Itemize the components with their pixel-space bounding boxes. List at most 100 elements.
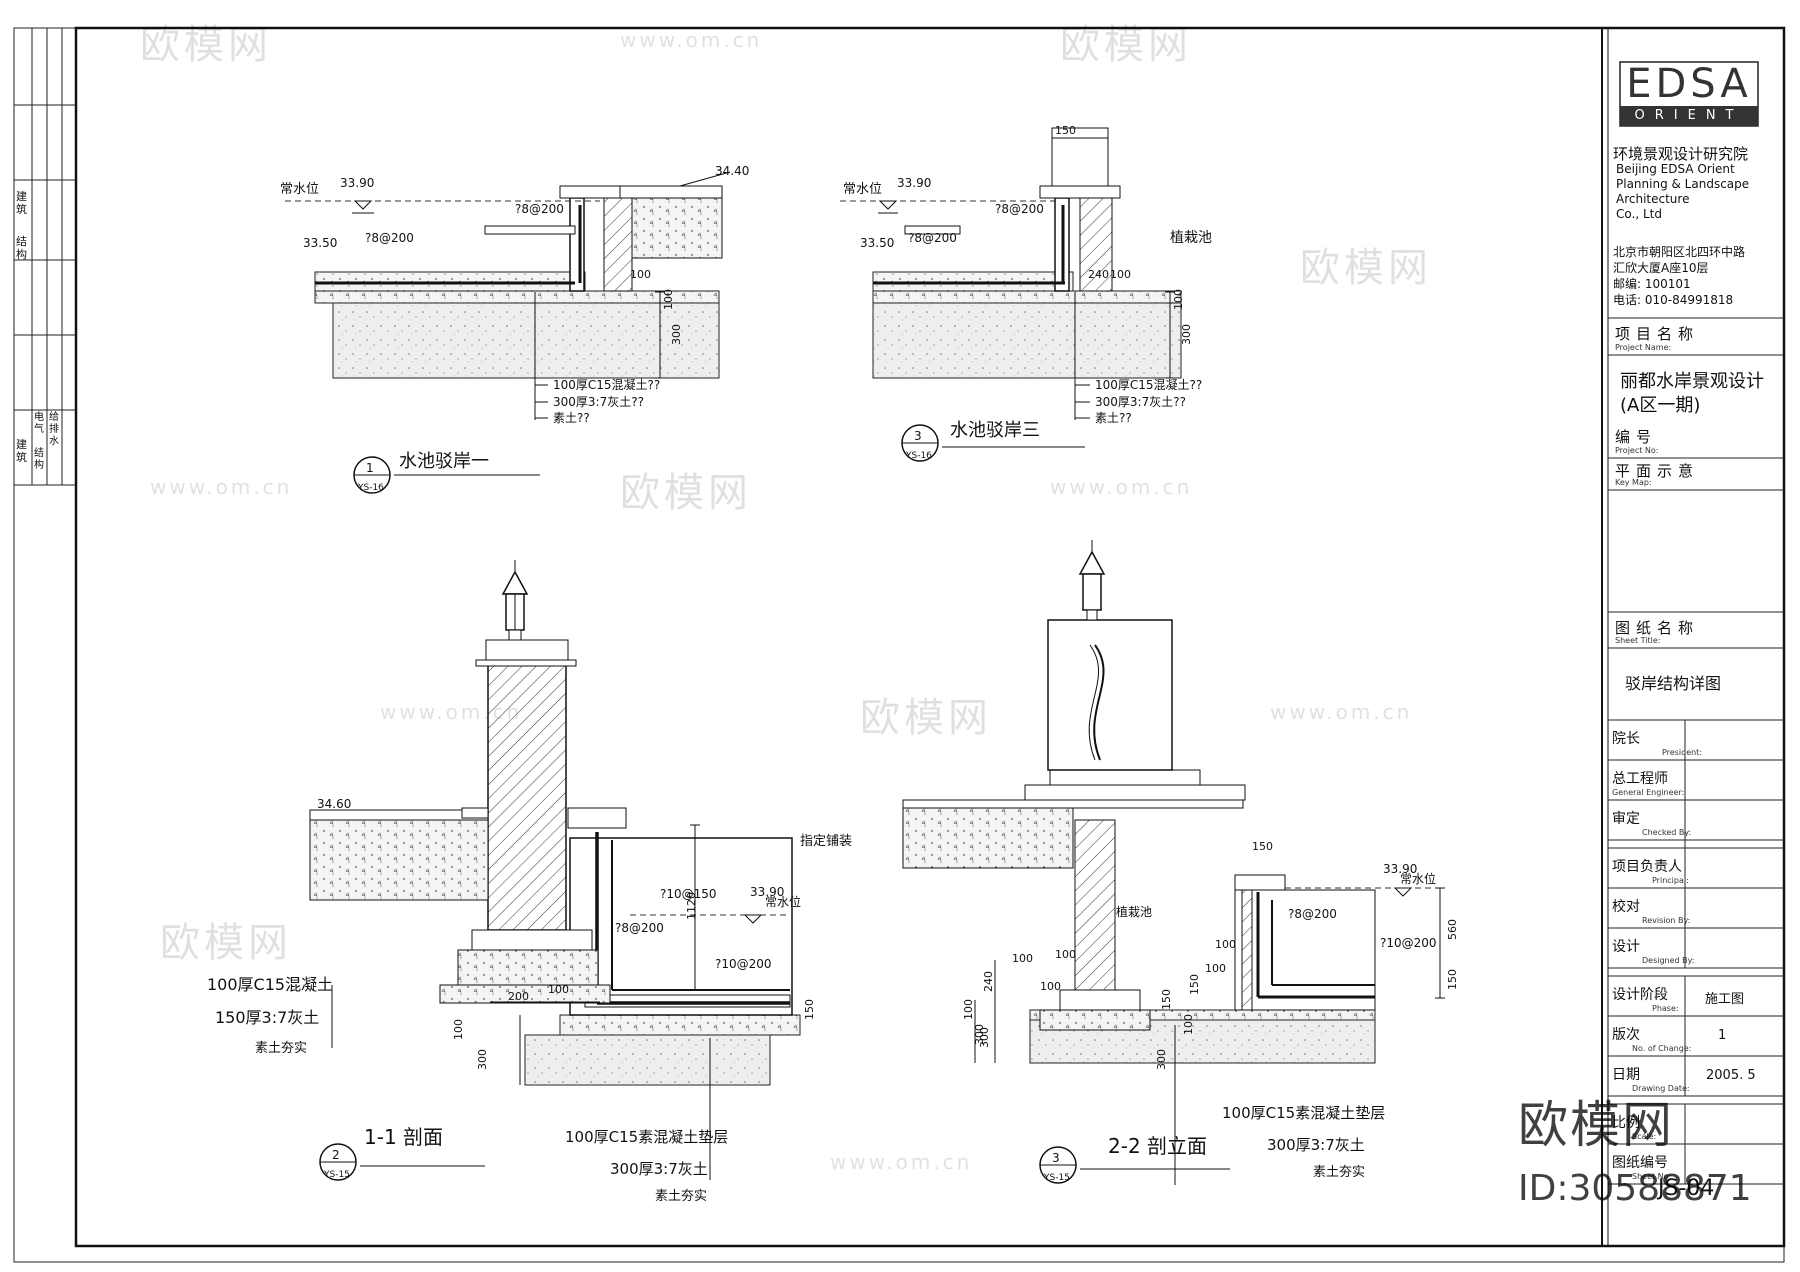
strip-label-1: 建筑 [16,190,27,216]
s2-dim-100d: 100 [962,999,975,1020]
project-no-label-en: Project No: [1615,446,1659,455]
d3-planter: 植栽池 [1170,230,1212,246]
s2-dim-560: 560 [1446,919,1459,940]
sheet-border [13,27,1785,1263]
s1-dim-100b: 100 [452,1019,465,1040]
d3-layer-2: 300厚3:7灰土?? [1095,395,1186,409]
s2-dim-150d: 150 [1188,974,1201,995]
subsoil [332,302,720,379]
s1-dim-1120: 1120 [685,892,698,920]
d3-rebar-1: ?8@200 [908,231,957,245]
d1-elev-water: 33.90 [340,176,374,190]
s1-title: 1-1 剖面 [364,1125,443,1149]
d3-layer-3: 素土?? [1095,411,1132,425]
s1-rebar-1: ?10@150 [660,887,717,901]
d1-water-level: 常水位 [280,182,319,197]
d3-ref: YS-16 [905,451,932,461]
d1-rebar-2: ?8@200 [515,202,564,216]
s1-paving: 指定铺装 [800,834,852,849]
watermark-brand-2: 欧模网 [1060,22,1192,68]
s1-elev-water: 33.90 [750,885,784,899]
watermark-id: ID:30588871 [1518,1168,1752,1209]
watermark-site-2: www.om.cn [150,475,293,499]
logo-sub: ORIENT [1634,108,1744,123]
d3-dim-150: 150 [1055,124,1076,137]
s2-dim-240: 240 [982,971,995,992]
d1-dim-2: 100 [662,289,675,310]
s1-left-layer-2: 150厚3:7灰土 [215,1008,319,1027]
s2-dim-150a: 150 [1252,840,1273,853]
d3-water-level: 常水位 [843,182,882,197]
d3-elev-water: 33.90 [897,176,931,190]
s2-dim-150c: 150 [1160,989,1173,1010]
s2-title: 2-2 剖立面 [1108,1134,1207,1158]
s1-dim-300: 300 [476,1049,489,1070]
s1-ref: YS-15 [323,1170,350,1180]
project-name-label: 项目名称 [1615,325,1700,343]
d3-dim-100a: 100 [1110,268,1131,281]
d3-title: 水池驳岸三 [950,420,1040,441]
d3-dim-240: 240 [1088,268,1109,281]
project-name-label-en: Project Name: [1615,343,1672,352]
watermark-site-3: www.om.cn [1050,475,1193,499]
s2-dim-300b: 300 [1155,1049,1168,1070]
watermark-brand-5: 欧模网 [860,695,992,741]
left-strip [14,28,76,486]
strip-label-5: 建筑 [16,438,27,464]
d1-dim-1: 100 [630,268,651,281]
strip-label-4: 电气 [34,412,44,435]
s1-dim-150: 150 [803,999,816,1020]
project-no-label: 编号 [1615,428,1658,446]
s2-ref: YS-15 [1043,1173,1070,1183]
s2-bottom-layer-2: 300厚3:7灰土 [1267,1136,1365,1154]
s1-left-layer-3: 素土夯实 [255,1041,307,1056]
strip-label-3: 给排水 [49,412,59,447]
s1-dim-100a: 100 [548,983,569,996]
title-block-lines [1608,317,1784,1185]
key-plan-label-en: Key Map: [1615,478,1652,487]
s2-dim-100g: 100 [1205,962,1226,975]
strip-label-6: 结构 [34,448,44,471]
revision-value: 1 [1718,1028,1727,1043]
s2-water-level: 常水位 [1400,871,1436,886]
watermark-site-5: www.om.cn [1270,700,1413,724]
strip-label-2: 结构 [16,235,27,261]
d1-layer-3: 素土?? [553,411,590,425]
detail-1 [285,171,731,494]
s2-bottom-layer-1: 100厚C15素混凝土垫层 [1222,1104,1385,1122]
section-1-1 [309,560,801,1181]
step [484,225,576,235]
d3-elev-bottom: 33.50 [860,236,894,250]
d3-layer-1: 100厚C15混凝土?? [1095,377,1202,392]
d1-rebar-1: ?8@200 [365,231,414,245]
s1-bottom-layer-2: 300厚3:7灰土 [610,1160,708,1178]
date-value: 2005. 5 [1706,1068,1756,1083]
d3-rebar-2: ?8@200 [995,202,1044,216]
d1-layer-1: 100厚C15混凝土?? [553,377,660,392]
d1-num: 1 [366,461,374,475]
s1-water-level: 常水位 [765,894,801,909]
watermark-brand-large: 欧模网 [1518,1096,1674,1154]
watermark-site-4: www.om.cn [380,700,523,724]
sheet-title-label: 图纸名称 [1615,619,1700,637]
s1-bottom-layer-3: 素土夯实 [655,1189,707,1204]
d1-ref: YS-16 [357,483,384,493]
s2-bottom-layer-3: 素土夯实 [1313,1165,1365,1180]
d1-title: 水池驳岸一 [399,451,489,472]
d3-dim-100b: 100 [1172,289,1185,310]
watermark-site-6: www.om.cn [830,1150,973,1174]
watermark-brand-3: 欧模网 [620,470,752,516]
d1-elev-bottom: 33.50 [303,236,337,250]
s2-planter: 植栽池 [1116,904,1152,919]
s1-rebar-2: ?8@200 [615,921,664,935]
s2-rebar-2: ?10@200 [1380,936,1437,950]
watermark-site-1: www.om.cn [620,28,763,52]
sheet-no-value: JS-04 [1658,1176,1715,1201]
firm-address: 北京市朝阳区北四环中路 汇欣大厦A座10层 邮编: 100101 电话: 010… [1613,245,1746,307]
